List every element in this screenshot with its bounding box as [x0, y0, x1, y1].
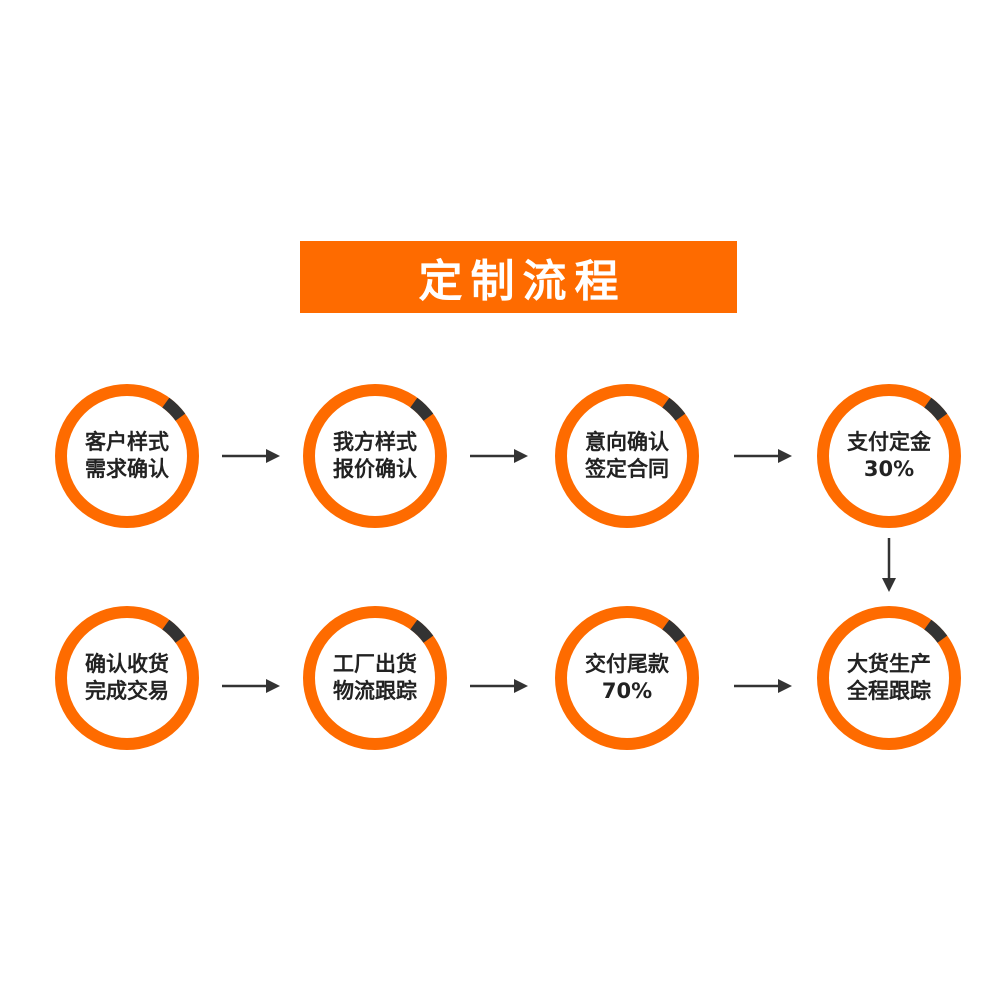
step-3-line1: 意向确认 [585, 430, 669, 454]
step-1-circle: 客户样式 需求确认 [52, 381, 202, 531]
step-ring [817, 384, 961, 528]
step-3-circle: 意向确认 签定合同 [552, 381, 702, 531]
step-ring [555, 384, 699, 528]
step-ring [303, 384, 447, 528]
arrow-right-icon [734, 679, 792, 693]
step-1-line1: 客户样式 [85, 430, 169, 454]
step-4-circle: 支付定金 30% [814, 381, 964, 531]
step-2-line2: 报价确认 [333, 457, 417, 481]
arrow-right-icon [222, 449, 280, 463]
arrow-down-icon [882, 538, 896, 592]
step-ring [55, 384, 199, 528]
step-7-line2: 物流跟踪 [333, 679, 417, 703]
step-ring [817, 606, 961, 750]
step-4-line2: 30% [863, 457, 915, 481]
step-5-line2: 全程跟踪 [847, 679, 931, 703]
step-6-line2: 70% [601, 679, 653, 703]
step-ring [55, 606, 199, 750]
arrow-right-icon [734, 449, 792, 463]
step-ring [303, 606, 447, 750]
step-3-line2: 签定合同 [585, 457, 669, 481]
step-7-circle: 工厂出货 物流跟踪 [300, 603, 450, 753]
step-8-circle: 确认收货 完成交易 [52, 603, 202, 753]
arrow-right-icon [222, 679, 280, 693]
arrow-right-icon [470, 449, 528, 463]
step-8-line2: 完成交易 [85, 679, 169, 703]
arrow-right-icon [470, 679, 528, 693]
step-ring [555, 606, 699, 750]
step-4-line1: 支付定金 [847, 430, 931, 454]
step-5-circle: 大货生产 全程跟踪 [814, 603, 964, 753]
page-title: 定制流程 [418, 256, 627, 307]
step-1-line2: 需求确认 [85, 457, 169, 481]
step-2-circle: 我方样式 报价确认 [300, 381, 450, 531]
step-6-line1: 交付尾款 [585, 652, 669, 676]
step-8-line1: 确认收货 [85, 652, 169, 676]
step-7-line1: 工厂出货 [333, 652, 417, 676]
step-2-line1: 我方样式 [333, 430, 417, 454]
step-5-line1: 大货生产 [847, 652, 931, 676]
title-banner: 定制流程 [300, 241, 737, 313]
step-6-circle: 交付尾款 70% [552, 603, 702, 753]
